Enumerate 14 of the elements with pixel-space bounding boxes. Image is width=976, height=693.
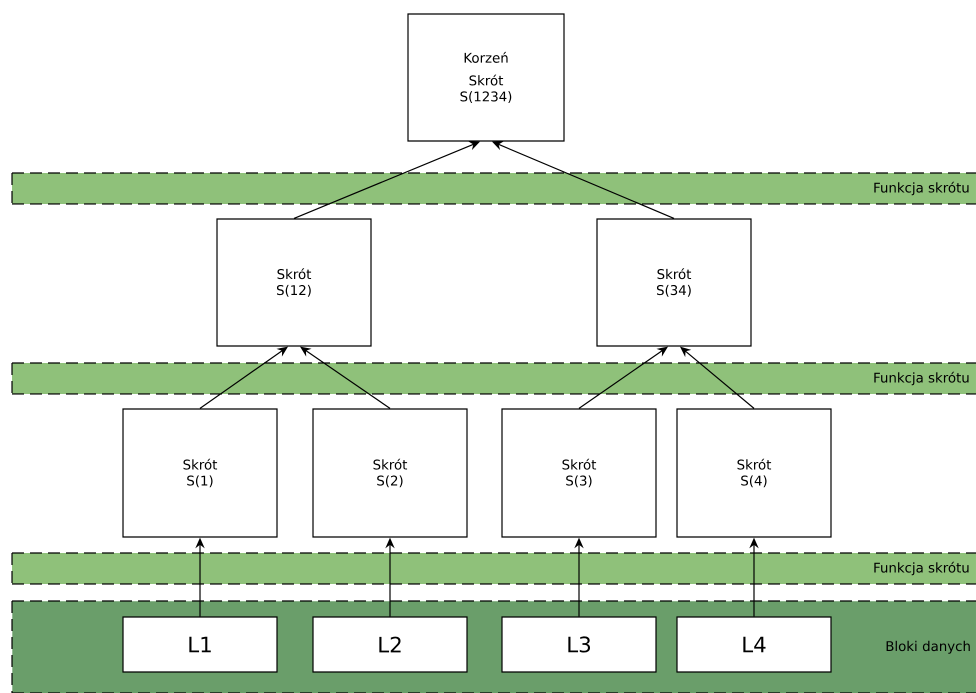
hash-box: Skrót S(12)	[216, 218, 372, 347]
data-block-box: L4	[676, 616, 832, 673]
hash-box: Skrót S(1)	[122, 408, 278, 538]
hash-box: Korzeń Skrót S(1234)	[407, 13, 565, 142]
hash-box: Skrót S(2)	[312, 408, 468, 538]
data-block-box: L2	[312, 616, 468, 673]
band-label: Funkcja skrótu	[874, 182, 969, 196]
hash-box: Skrót S(3)	[501, 408, 657, 538]
hash-box: Skrót S(4)	[676, 408, 832, 538]
band-label: Funkcja skrótu	[874, 562, 969, 576]
data-block-box: L1	[122, 616, 278, 673]
band-label: Funkcja skrótu	[874, 372, 969, 386]
data-block-box: L3	[501, 616, 657, 673]
hash-box: Skrót S(34)	[596, 218, 752, 347]
